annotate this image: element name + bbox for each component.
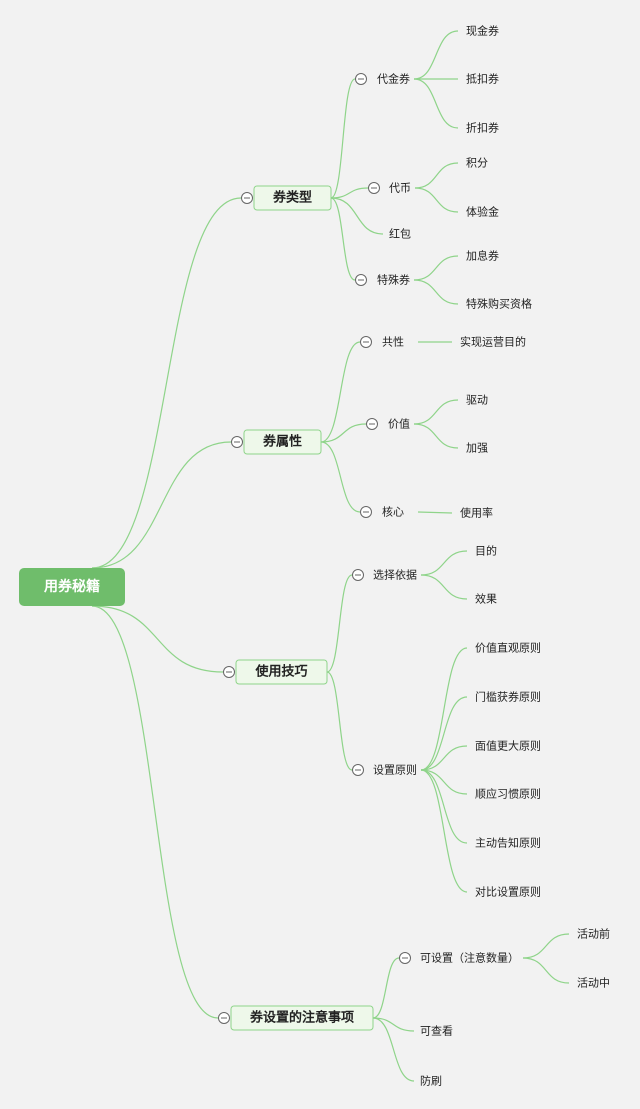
- root-node[interactable]: 用券秘籍: [19, 568, 125, 606]
- leaf-node-label: 折扣券: [466, 121, 499, 135]
- collapse-toggle-l2[interactable]: [352, 764, 364, 776]
- edge-l1-to-l2: [320, 423, 367, 443]
- edge-l2-to-leaf: [522, 933, 570, 959]
- l2-node-label: 代金券: [377, 72, 410, 86]
- leaf-node-label: 目的: [475, 544, 497, 558]
- collapse-toggle-l2[interactable]: [352, 569, 364, 581]
- l1-node-box: [235, 659, 328, 685]
- collapse-toggle-l2[interactable]: [360, 336, 372, 348]
- edge-l1-to-l2: [326, 574, 353, 673]
- l2-node-label: 核心: [382, 505, 404, 519]
- leaf-node-label: 使用率: [460, 506, 493, 520]
- edge-l2-to-leaf: [413, 30, 459, 80]
- leaf-node-label: 抵扣券: [466, 72, 499, 86]
- l1-node[interactable]: 券类型: [253, 185, 332, 211]
- l1-node-box: [230, 1005, 374, 1031]
- edge-l2-to-leaf: [420, 574, 468, 600]
- leaf-node-label: 主动告知原则: [475, 836, 541, 850]
- edge-root-to-l1: [91, 441, 232, 569]
- leaf-node-label: 现金券: [466, 24, 499, 38]
- l1-node-label: 券设置的注意事项: [249, 1010, 354, 1026]
- edge-l1-to-l2: [372, 957, 400, 1019]
- collapse-toggle-l1[interactable]: [218, 1012, 230, 1024]
- l1-node[interactable]: 券设置的注意事项: [230, 1005, 374, 1031]
- edge-l2-to-leaf: [417, 511, 453, 514]
- edge-root-to-l1: [91, 605, 224, 673]
- collapse-toggle-l1[interactable]: [223, 666, 235, 678]
- l2-node-label: 选择依据: [373, 568, 417, 582]
- edge-root-to-l1: [91, 197, 242, 569]
- root-node-label: 用券秘籍: [44, 578, 100, 595]
- l2-node-label: 特殊券: [377, 273, 410, 287]
- leaf-node-label: 价值直观原则: [475, 641, 541, 655]
- leaf-node-label: 驱动: [466, 394, 488, 407]
- leaf-node-label: 体验金: [466, 205, 499, 219]
- leaf-node-label: 积分: [466, 157, 488, 170]
- l2-node-label: 红包: [389, 228, 411, 241]
- edge-l1-to-l2: [330, 78, 356, 199]
- collapse-toggle-l1[interactable]: [231, 436, 243, 448]
- l1-node-label: 使用技巧: [254, 664, 307, 680]
- l1-node[interactable]: 使用技巧: [235, 659, 328, 685]
- edge-l2-to-leaf: [420, 696, 468, 771]
- edge-l2-to-leaf: [420, 769, 468, 795]
- l1-node-label: 券类型: [272, 190, 312, 206]
- collapse-toggle-l2[interactable]: [355, 73, 367, 85]
- edge-l2-to-leaf: [420, 769, 468, 893]
- collapse-toggle-l2[interactable]: [360, 506, 372, 518]
- connector-lines: [91, 30, 570, 1082]
- edge-l2-to-leaf: [413, 78, 459, 129]
- root-node-box: [19, 568, 125, 606]
- edge-l2-to-leaf: [420, 550, 468, 576]
- edge-l2-to-leaf: [413, 255, 459, 281]
- l1-node[interactable]: 券属性: [243, 429, 322, 455]
- edge-l1-to-l2: [320, 441, 361, 513]
- leaf-node-label: 活动中: [577, 977, 610, 990]
- edge-l2-to-leaf: [420, 647, 468, 771]
- l2-node-label: 可查看: [420, 1024, 453, 1038]
- edge-root-to-l1: [91, 605, 219, 1019]
- edge-l2-to-leaf: [413, 279, 459, 305]
- l1-node-box: [243, 429, 322, 455]
- collapse-toggle-l2[interactable]: [366, 418, 378, 430]
- collapse-toggle-l2[interactable]: [368, 182, 380, 194]
- edge-l1-to-l2: [330, 197, 384, 235]
- edge-l1-to-l2: [326, 671, 353, 771]
- collapse-toggle-l2[interactable]: [399, 952, 411, 964]
- leaf-node-label: 活动前: [577, 927, 610, 941]
- l2-node-label: 设置原则: [373, 764, 417, 777]
- leaf-node-label: 加息券: [466, 249, 499, 263]
- leaf-node-label: 面值更大原则: [475, 739, 541, 753]
- leaf-node-label: 加强: [466, 442, 488, 455]
- edge-l2-to-leaf: [414, 187, 459, 213]
- edge-l2-to-leaf: [420, 769, 468, 844]
- l1-node-box: [253, 185, 332, 211]
- leaf-node-label: 对比设置原则: [475, 885, 541, 899]
- l2-node-label: 价值: [388, 418, 410, 431]
- collapse-toggle-l2[interactable]: [355, 274, 367, 286]
- edge-l2-to-leaf: [420, 745, 468, 771]
- edge-l2-to-leaf: [413, 423, 459, 449]
- l2-node-label: 可设置（注意数量）: [420, 951, 519, 965]
- leaf-node-label: 实现运营目的: [460, 335, 526, 349]
- l1-node-label: 券属性: [262, 434, 302, 450]
- edge-l2-to-leaf: [414, 162, 459, 189]
- edge-l1-to-l2: [320, 341, 361, 443]
- edge-l2-to-leaf: [413, 399, 459, 425]
- l2-node-label: 防刷: [420, 1074, 442, 1088]
- edge-l2-to-leaf: [522, 957, 570, 984]
- leaf-node-label: 顺应习惯原则: [475, 787, 541, 801]
- leaf-node-label: 效果: [475, 592, 497, 606]
- edge-l1-to-l2: [330, 187, 369, 199]
- edge-l1-to-l2: [372, 1017, 415, 1032]
- collapse-toggle-l1[interactable]: [241, 192, 253, 204]
- edge-l1-to-l2: [372, 1017, 415, 1082]
- l2-node-label: 共性: [382, 335, 404, 349]
- edge-l1-to-l2: [330, 197, 356, 281]
- l2-node-label: 代币: [389, 182, 411, 195]
- leaf-node-label: 特殊购买资格: [466, 297, 532, 311]
- leaf-node-label: 门槛获券原则: [475, 690, 541, 704]
